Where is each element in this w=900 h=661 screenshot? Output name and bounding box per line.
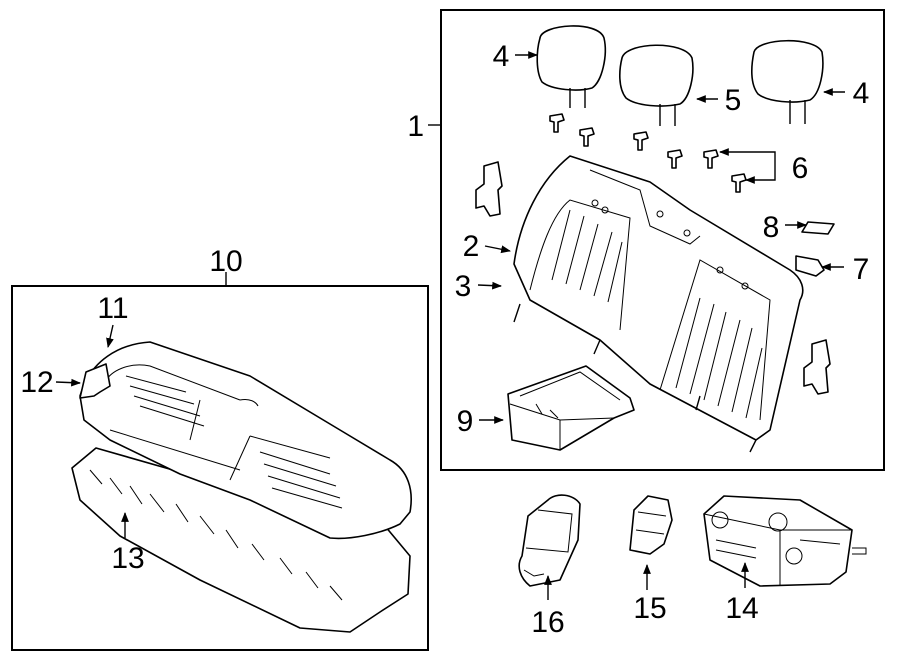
seat-cushion-group-frame — [11, 285, 429, 651]
callout-12: 12 — [20, 366, 53, 399]
climate-control-panel — [703, 495, 867, 587]
headrest-guides — [549, 113, 747, 193]
callout-4-left: 4 — [493, 40, 510, 73]
callout-10: 10 — [209, 245, 242, 278]
label-tag — [801, 221, 835, 235]
headrest-center — [619, 44, 694, 126]
seatback-group-frame — [440, 9, 885, 471]
callout-8: 8 — [763, 211, 780, 244]
callout-16: 16 — [531, 606, 564, 639]
callout-2: 2 — [463, 230, 480, 263]
callout-6: 6 — [792, 152, 809, 185]
callout-14: 14 — [725, 592, 758, 625]
armrest — [507, 365, 635, 451]
switch-module — [629, 495, 673, 555]
headrest-left — [536, 25, 607, 108]
control-module — [518, 494, 581, 587]
bolster-clip-right — [803, 339, 831, 395]
seat-cushion — [71, 341, 412, 633]
callout-9: 9 — [457, 405, 474, 438]
callout-15: 15 — [633, 592, 666, 625]
callout-4-right: 4 — [853, 77, 870, 110]
callout-13: 13 — [111, 542, 144, 575]
callout-3: 3 — [455, 270, 472, 303]
callout-1: 1 — [407, 110, 424, 143]
bolster-clip-left — [475, 161, 503, 217]
headrest-right — [751, 39, 824, 124]
latch-cover — [795, 255, 825, 277]
seatback-assembly — [513, 155, 804, 453]
cushion-clip — [79, 363, 111, 399]
callout-11: 11 — [97, 292, 128, 325]
callout-5: 5 — [725, 84, 742, 117]
callout-7: 7 — [853, 253, 870, 286]
leader-arrows — [55, 51, 845, 600]
